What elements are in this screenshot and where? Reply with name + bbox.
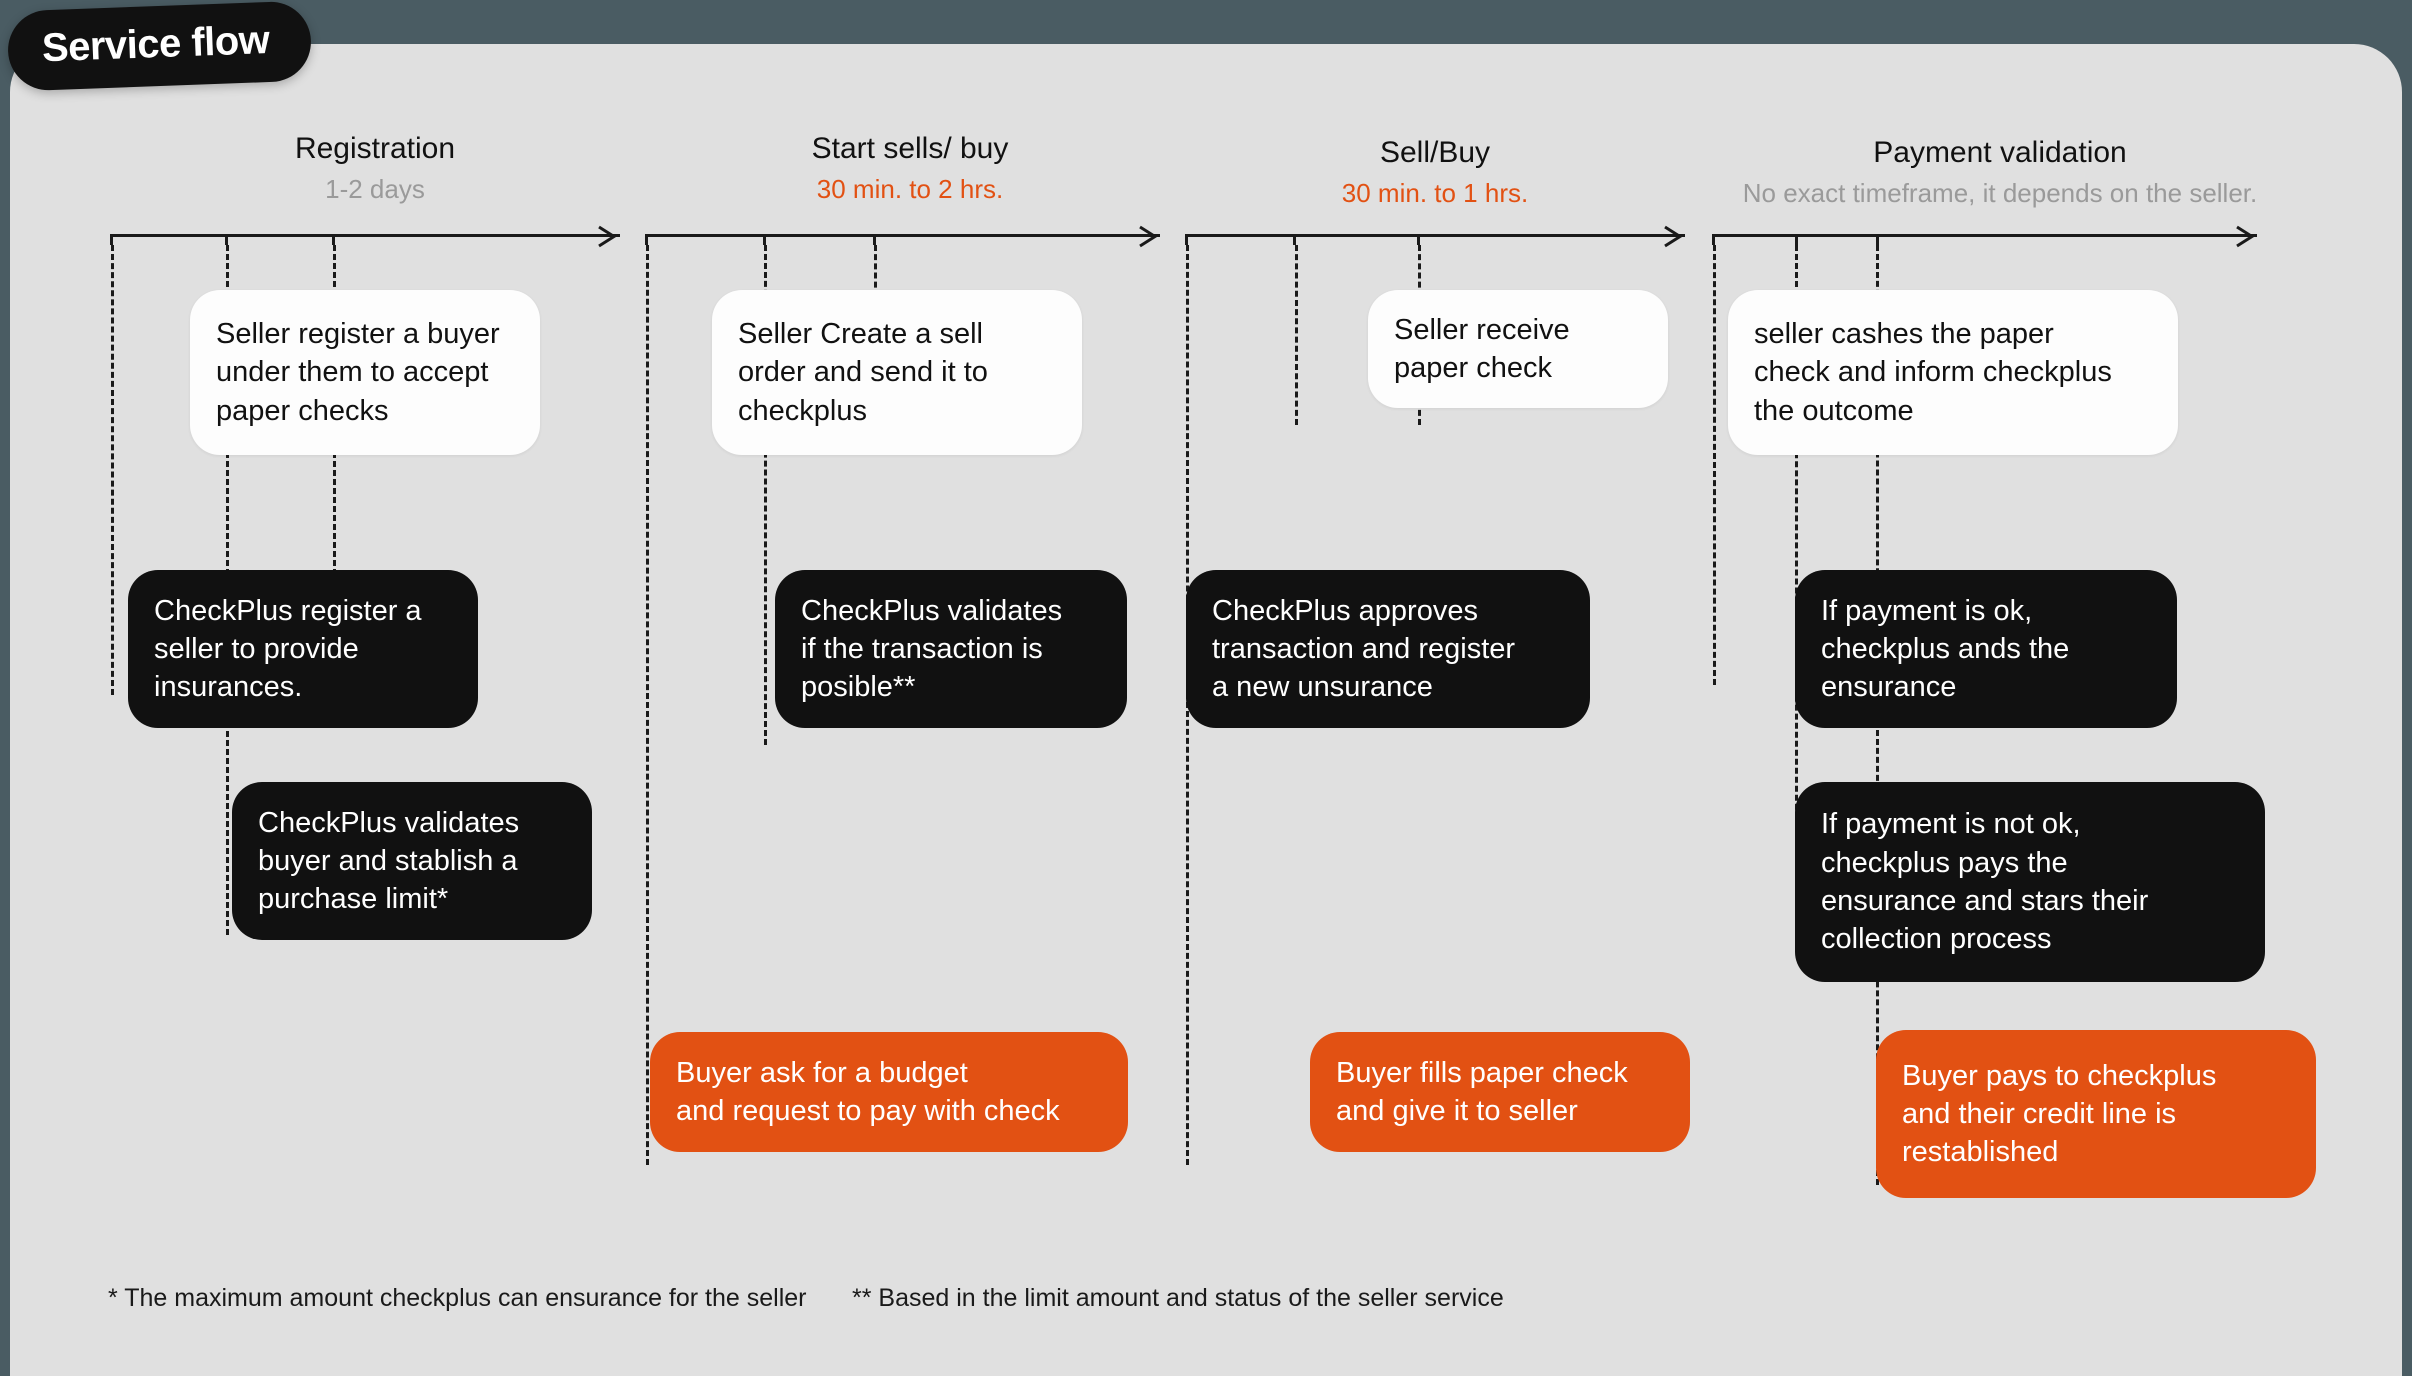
lane-guide-buyer-1 <box>333 245 336 665</box>
phase-duration: 30 min. to 1 hrs. <box>1341 178 1529 208</box>
flow-card-text: If payment is ok, checkplus ands the ens… <box>1821 594 2070 704</box>
phase-title: Payment validation <box>1873 136 2127 169</box>
flow-card-buyer-pays-checkplus[interactable]: Buyer pays to checkplus and their credit… <box>1876 1030 2316 1198</box>
flow-card-text: Seller register a buyer under them to ac… <box>216 318 500 427</box>
flow-card-text: CheckPlus validates if the transaction i… <box>801 594 1063 704</box>
flow-card-text: Seller receive paper check <box>1394 313 1570 384</box>
flow-card-text: Buyer ask for a budget and request to pa… <box>676 1056 1060 1127</box>
phase-header-payment-validation: Payment validation No exact timeframe, i… <box>1600 136 2400 208</box>
flow-card-seller-create-sell-order[interactable]: Seller Create a sell order and send it t… <box>712 290 1082 455</box>
lane-guide-seller-4 <box>1713 245 1716 685</box>
phase-duration: 30 min. to 2 hrs. <box>816 174 1004 204</box>
flow-card-checkplus-validates-buyer[interactable]: CheckPlus validates buyer and stablish a… <box>232 782 592 940</box>
lane-guide-seller-2 <box>646 245 649 1165</box>
flow-card-seller-receive-check[interactable]: Seller receive paper check <box>1368 290 1668 408</box>
flow-card-checkplus-register-seller[interactable]: CheckPlus register a seller to provide i… <box>128 570 478 728</box>
diagram-title-pill: Service flow <box>6 0 313 92</box>
lane-guide-checkplus-3 <box>1295 245 1298 425</box>
flow-card-text: Buyer fills paper check and give it to s… <box>1336 1056 1628 1127</box>
flow-card-text: CheckPlus validates buyer and stablish a… <box>258 806 520 916</box>
flow-card-checkplus-validates-transaction[interactable]: CheckPlus validates if the transaction i… <box>775 570 1127 728</box>
timeline-axis-registration <box>110 225 630 260</box>
flow-card-text: CheckPlus approves transaction and regis… <box>1212 594 1516 704</box>
flow-card-text: Buyer pays to checkplus and their credit… <box>1902 1059 2217 1169</box>
phase-title: Start sells/ buy <box>811 132 1009 165</box>
phase-duration: 1-2 days <box>325 174 425 204</box>
flow-card-text: If payment is not ok, checkplus pays the… <box>1821 808 2149 956</box>
flow-card-buyer-fills-check[interactable]: Buyer fills paper check and give it to s… <box>1310 1032 1690 1152</box>
flow-card-text: CheckPlus register a seller to provide i… <box>154 594 422 704</box>
timeline-axis-payment-validation <box>1712 225 2272 260</box>
phase-header-sell-buy: Sell/Buy 30 min. to 1 hrs. <box>1185 136 1685 208</box>
flow-card-payment-not-ok[interactable]: If payment is not ok, checkplus pays the… <box>1795 782 2265 982</box>
flow-card-payment-ok[interactable]: If payment is ok, checkplus ands the ens… <box>1795 570 2177 728</box>
phase-header-start-sells-buy: Start sells/ buy 30 min. to 2 hrs. <box>645 132 1175 204</box>
flow-card-checkplus-approves-transaction[interactable]: CheckPlus approves transaction and regis… <box>1186 570 1590 728</box>
phase-title: Registration <box>294 132 456 165</box>
footnote-asterisk-two: ** Based in the limit amount and status … <box>852 1284 1504 1312</box>
flow-card-seller-register-buyer[interactable]: Seller register a buyer under them to ac… <box>190 290 540 455</box>
footnote-asterisk-one: * The maximum amount checkplus can ensur… <box>108 1284 807 1312</box>
lane-guide-checkplus-2 <box>764 245 767 745</box>
flow-card-text: seller cashes the paper check and inform… <box>1754 318 2112 427</box>
flow-card-buyer-ask-budget[interactable]: Buyer ask for a budget and request to pa… <box>650 1032 1128 1152</box>
lane-guide-seller-1 <box>111 245 114 695</box>
phase-header-registration: Registration 1-2 days <box>110 132 640 204</box>
flow-card-text: Seller Create a sell order and send it t… <box>738 318 988 427</box>
phase-title: Sell/Buy <box>1379 136 1491 169</box>
timeline-axis-sell-buy <box>1185 225 1705 260</box>
phase-duration: No exact timeframe, it depends on the se… <box>1742 178 2258 208</box>
flow-card-seller-cashes-check[interactable]: seller cashes the paper check and inform… <box>1728 290 2178 455</box>
timeline-axis-start-sells-buy <box>645 225 1175 260</box>
page-title: Service flow <box>41 17 271 71</box>
